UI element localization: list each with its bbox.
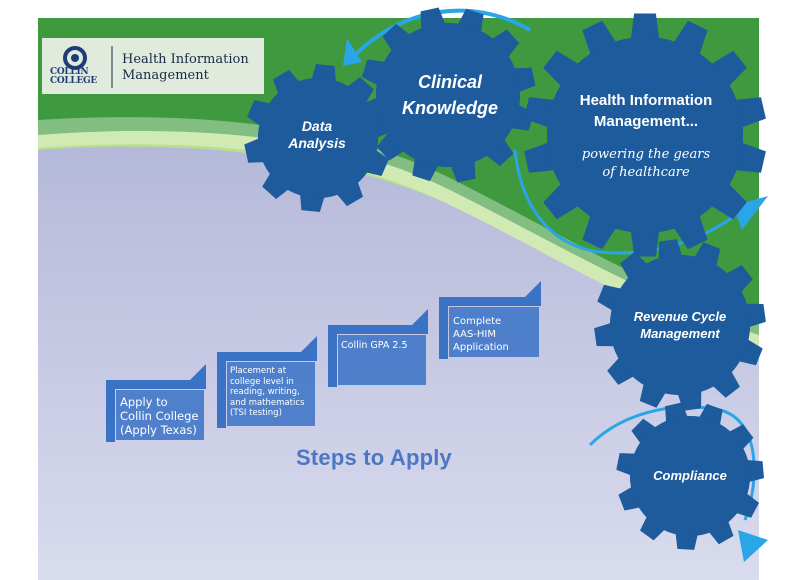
arrow-bottom-head-icon <box>738 530 768 562</box>
arrow-top-head-icon <box>343 38 362 66</box>
step-1-bracket <box>106 364 206 442</box>
steps-title: Steps to Apply <box>296 445 452 470</box>
arrow-right-sweep <box>513 149 741 255</box>
step-2-bracket <box>217 336 317 428</box>
step-4-label: Complete AAS-HIM Application <box>453 316 509 353</box>
gear-clinical-knowledge-body <box>376 23 520 167</box>
step-3-label: Collin GPA 2.5 <box>341 340 408 351</box>
step-3-bracket <box>328 309 428 387</box>
gear-compliance-body <box>630 416 750 536</box>
gear-label-data-analysis: Data Analysis <box>288 118 346 151</box>
step-4-bracket <box>439 281 541 359</box>
gear-label-revenue-cycle: Revenue Cycle Management <box>633 309 727 341</box>
gear-health-information-management-body <box>547 37 743 233</box>
step-1-label: Apply to Collin College (Apply Texas) <box>120 395 199 437</box>
logo-program-line1: Health Information <box>122 52 249 67</box>
gear-label-compliance: Compliance <box>653 468 727 483</box>
logo-college-name-line2: COLLEGE <box>50 76 97 86</box>
gear-label-him-title: Health Information Management... <box>579 92 713 130</box>
step-1-background <box>116 390 204 440</box>
gear-label-him-tagline: powering the gears of healthcare <box>581 147 711 180</box>
step-2-background <box>227 362 315 426</box>
gear-data-analysis-body <box>258 78 378 198</box>
logo-college-name-line1: COLLIN <box>50 67 89 77</box>
step-2-label: Placement at college level in reading, w… <box>230 366 305 418</box>
gear-revenue-cycle-management-body <box>610 255 750 395</box>
step-3-background <box>338 335 426 385</box>
logo-program-line2: Management <box>122 68 209 83</box>
highlight-band <box>38 117 759 351</box>
collin-logo-icon <box>63 46 87 70</box>
step-4-background <box>449 307 539 357</box>
gear-label-clinical-knowledge: Clinical Knowledge <box>401 72 498 118</box>
